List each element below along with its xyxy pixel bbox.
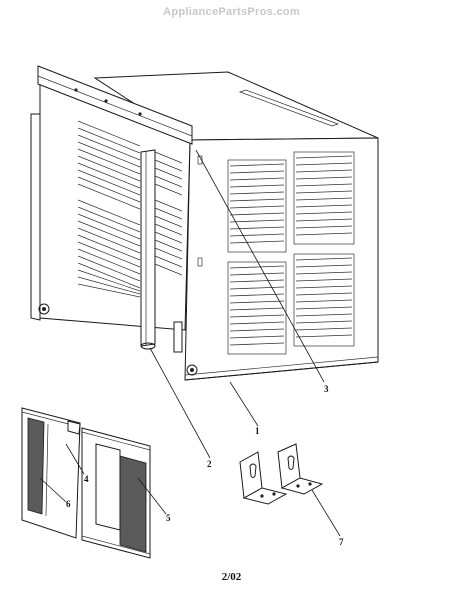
mounting-brackets-part-7 xyxy=(239,443,324,505)
vertical-channel-part-2 xyxy=(140,149,156,350)
cabinet-top-slot xyxy=(238,89,340,127)
leader-6 xyxy=(39,477,67,503)
watermark: AppliancePartsPros.com xyxy=(163,6,300,18)
side-flange xyxy=(30,113,41,321)
front-mount-hole xyxy=(186,364,198,376)
bracket-left-base xyxy=(242,487,288,505)
callout-6: 6 xyxy=(66,499,71,509)
callout-7: 7 xyxy=(339,537,344,547)
leader-5 xyxy=(137,477,167,515)
callout-5: 5 xyxy=(166,513,171,523)
callout-1: 1 xyxy=(255,426,260,436)
window-frame-kit xyxy=(21,407,151,559)
leader-4 xyxy=(65,443,85,475)
top-angle-rail xyxy=(37,65,193,145)
cabinet-assembly xyxy=(30,65,379,381)
bracket-right-base xyxy=(280,477,324,495)
rear-mount-hole xyxy=(38,303,50,315)
leader-lines xyxy=(39,149,341,537)
callout-4: 4 xyxy=(84,474,89,484)
leader-7 xyxy=(311,489,341,537)
leader-1 xyxy=(229,381,259,427)
front-face-louvers xyxy=(227,151,355,355)
page-date-code: 2/02 xyxy=(221,571,242,583)
leader-2 xyxy=(149,347,211,459)
leader-3 xyxy=(195,149,325,383)
rear-panel-louvers xyxy=(77,120,183,298)
callout-2: 2 xyxy=(207,459,212,469)
cabinet-front-face xyxy=(184,137,379,381)
callout-3: 3 xyxy=(324,384,329,394)
